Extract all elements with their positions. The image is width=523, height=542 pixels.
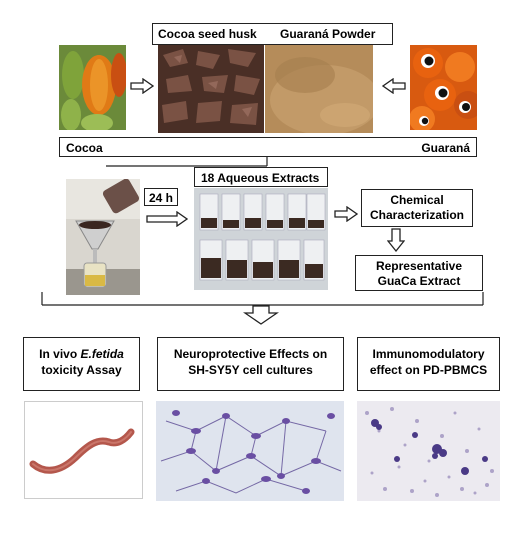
guarana-powder-image xyxy=(265,45,373,133)
neuron-culture-photo xyxy=(156,401,344,501)
arrow-down-icon xyxy=(387,228,405,252)
toxicity-assay-line2: toxicity Assay xyxy=(41,363,122,377)
big-arrow-down-icon xyxy=(243,305,279,325)
guarana-label: Guaraná xyxy=(421,141,470,155)
neuroprotective-line1: Neuroprotective Effects on xyxy=(173,347,328,361)
extracts-title-box: 18 Aqueous Extracts xyxy=(194,167,328,187)
toxicity-assay-line1: In vivo E.fetida xyxy=(39,347,124,361)
cocoa-seed-husk-label: Cocoa seed husk xyxy=(158,27,257,41)
representative-extract-box: Representative GuaCa Extract xyxy=(355,255,483,291)
earthworm-photo xyxy=(24,401,143,499)
arrow-to-chemical-icon xyxy=(334,206,358,222)
arrow-right-icon xyxy=(130,78,154,94)
cocoa-husk-image xyxy=(158,45,264,133)
extracts-title: 18 Aqueous Extracts xyxy=(201,171,320,185)
cocoa-pods-image xyxy=(59,45,126,130)
chemical-characterization-label: Chemical Characterization xyxy=(369,193,465,222)
immunomodulatory-line1: Immunomodulatory xyxy=(372,347,485,361)
chemical-characterization-box: Chemical Characterization xyxy=(361,189,473,227)
representative-extract-label: Representative GuaCa Extract xyxy=(375,259,463,288)
time-24h-box: 24 h xyxy=(144,188,178,206)
immunomodulatory-line2: effect on PD-PBMCS xyxy=(369,363,488,377)
neuroprotective-line2: SH-SY5Y cell cultures xyxy=(188,363,313,377)
ingredients-header-box: Cocoa seed husk Guaraná Powder xyxy=(152,23,393,45)
immunomodulatory-box: Immunomodulatory effect on PD-PBMCS xyxy=(357,337,500,391)
toxicity-assay-box: In vivo E.fetida toxicity Assay xyxy=(23,337,140,391)
pbmc-culture-photo xyxy=(357,401,500,501)
neuroprotective-box: Neuroprotective Effects on SH-SY5Y cell … xyxy=(157,337,344,391)
extracts-photo xyxy=(194,188,328,290)
guarana-powder-label: Guaraná Powder xyxy=(280,27,376,41)
arrow-left-icon xyxy=(382,78,406,94)
time-24h-label: 24 h xyxy=(148,191,173,205)
filtration-photo xyxy=(66,179,140,295)
guarana-fruit-image xyxy=(410,45,477,130)
source-label-bar: Cocoa Guaraná xyxy=(59,137,477,157)
cocoa-label: Cocoa xyxy=(66,141,103,155)
long-arrow-right-icon xyxy=(146,211,188,227)
